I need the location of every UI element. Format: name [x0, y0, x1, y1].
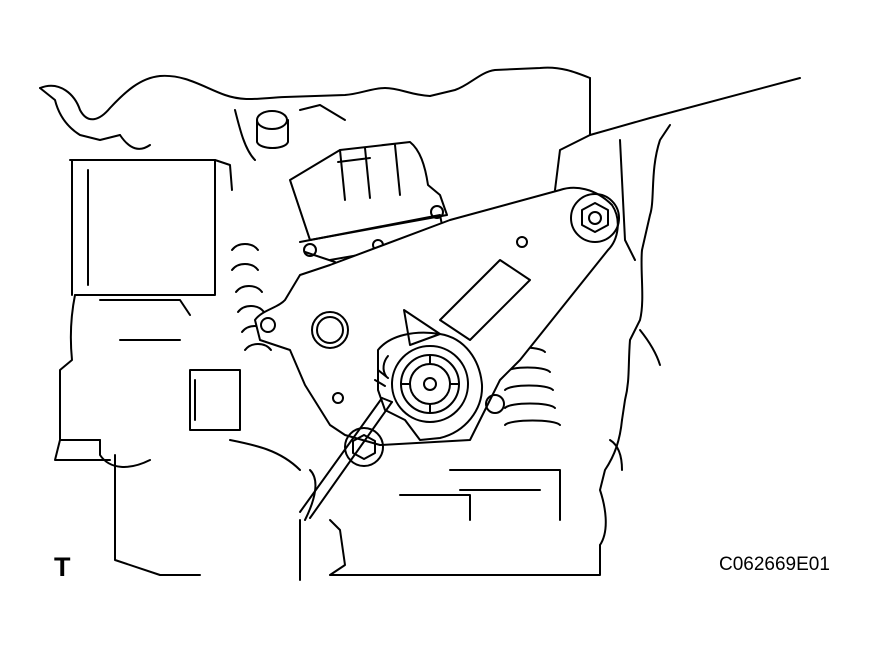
manual-valve-shaft	[374, 309, 484, 441]
case-boss-bolt	[256, 110, 289, 149]
switch-body	[254, 186, 619, 446]
screwdriver-tool	[299, 397, 393, 519]
case-ribs	[99, 104, 561, 521]
figure-code-label: C062669E01	[719, 554, 830, 575]
mounting-bolt-upper	[570, 193, 620, 243]
transmission-case	[39, 66, 801, 581]
view-marker-label: T	[54, 552, 71, 582]
mounting-bolt-lower	[344, 427, 384, 467]
